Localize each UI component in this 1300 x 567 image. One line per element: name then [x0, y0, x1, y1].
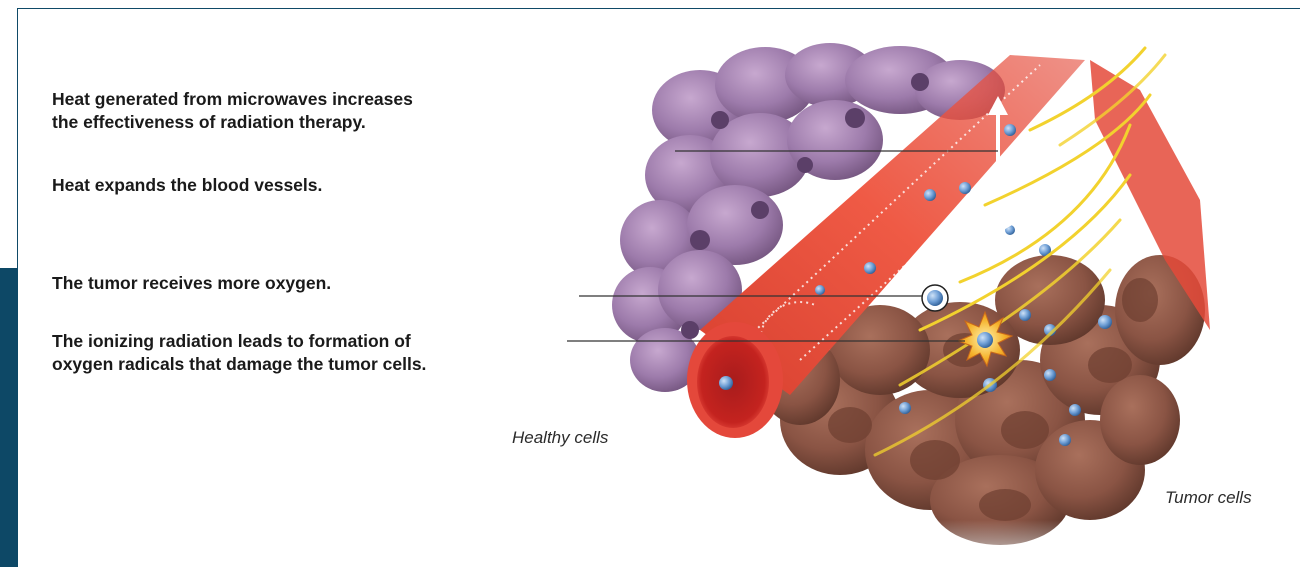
- heat-effect-line-1: Heat generated from microwaves increases: [52, 88, 413, 111]
- radicals-text: The ionizing radiation leads to formatio…: [52, 330, 426, 376]
- radicals-line-1: The ionizing radiation leads to formatio…: [52, 330, 426, 353]
- radicals-line-2: oxygen radicals that damage the tumor ce…: [52, 353, 426, 376]
- oxygen-molecule: [719, 376, 733, 390]
- heat-effect-text: Heat generated from microwaves increases…: [52, 88, 413, 134]
- heat-effect-line-2: the effectiveness of radiation therapy.: [52, 111, 413, 134]
- tumor-cells-caption: Tumor cells: [1165, 488, 1252, 508]
- highlighted-oxygen-molecule: [922, 285, 948, 311]
- oxygen-text: The tumor receives more oxygen.: [52, 272, 331, 295]
- healthy-cells-caption: Healthy cells: [512, 428, 608, 448]
- vessels-text: Heat expands the blood vessels.: [52, 174, 322, 197]
